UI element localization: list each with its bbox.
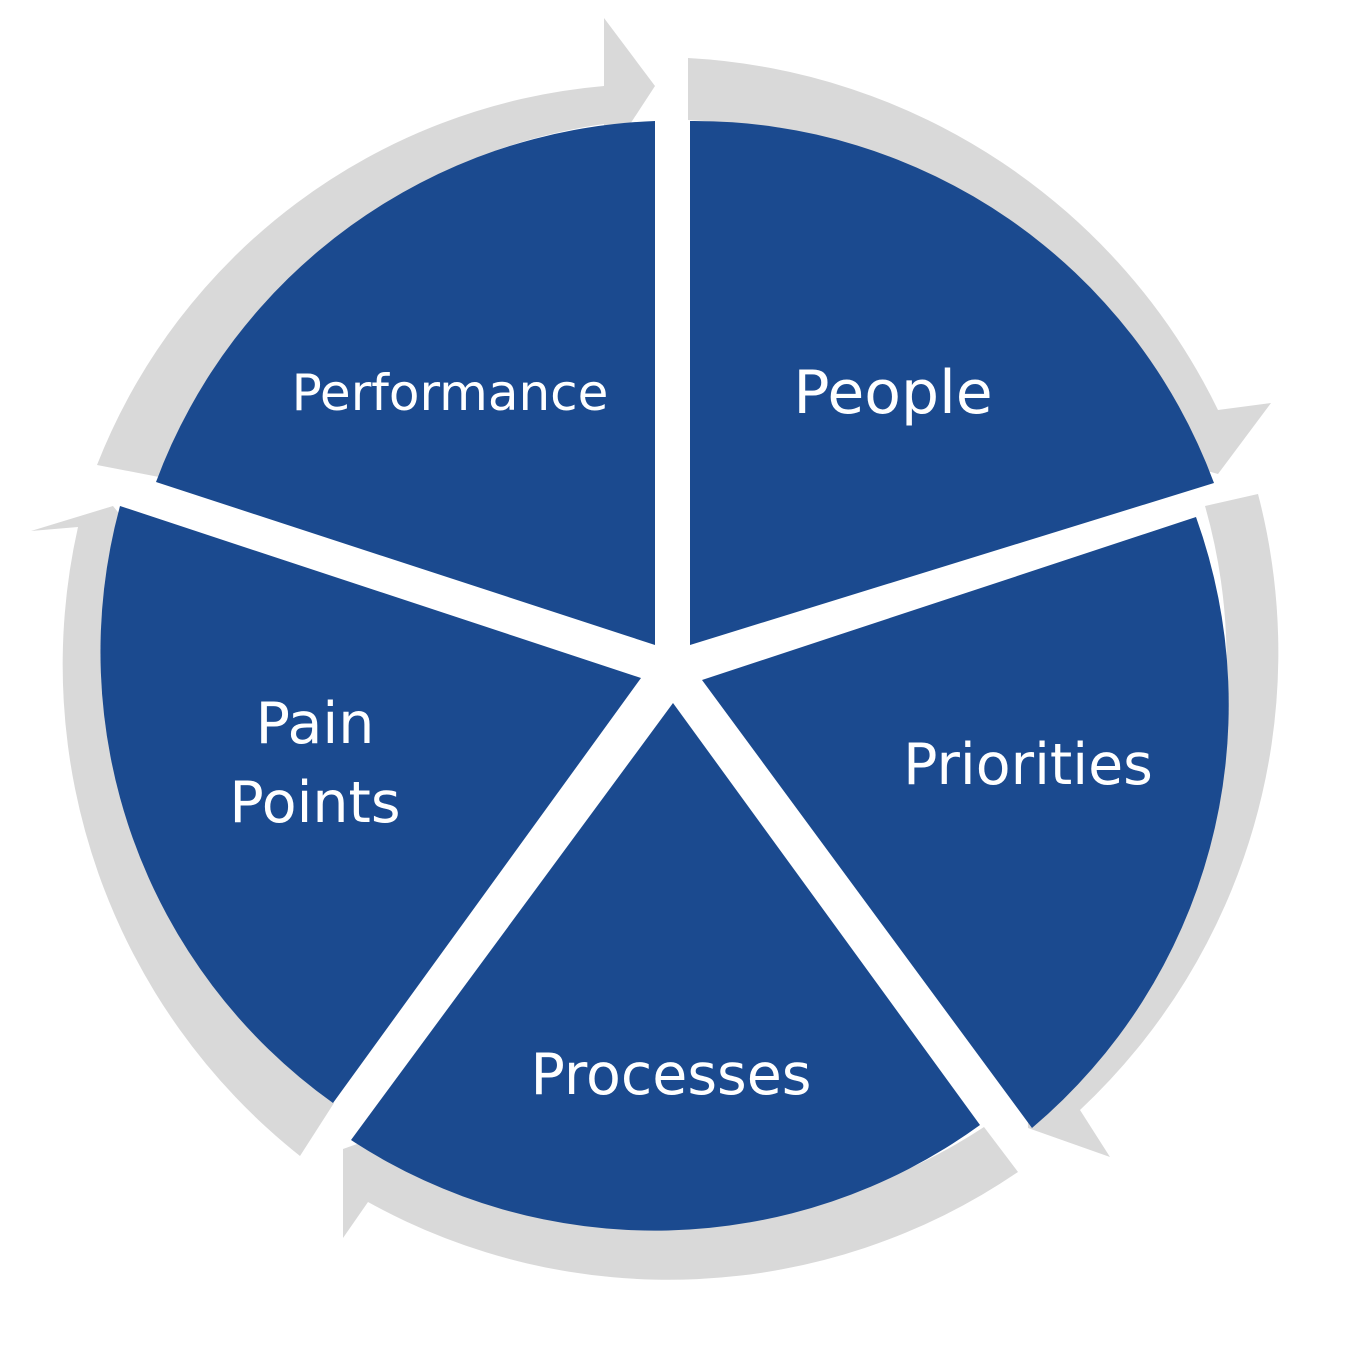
label-priorities: Priorities — [903, 732, 1153, 798]
segment-processes — [351, 703, 980, 1231]
segment-performance — [156, 121, 655, 645]
segments — [100, 120, 1229, 1231]
label-processes: Processes — [531, 1042, 812, 1108]
label-pain-points-line2: Points — [229, 770, 400, 836]
cycle-arrow-people-to-priorities — [688, 58, 1271, 474]
cycle-arrow-performance-to-people — [97, 18, 655, 477]
segment-labels: People Priorities Processes Pain Points … — [229, 358, 1152, 1108]
cycle-arrow-processes-to-pain-points — [343, 1118, 1018, 1280]
label-pain-points-line1: Pain — [256, 691, 375, 757]
segment-priorities — [702, 517, 1229, 1128]
segment-pain-points — [100, 506, 641, 1103]
label-performance: Performance — [292, 364, 609, 422]
label-people: People — [793, 358, 992, 428]
segment-people — [690, 120, 1214, 645]
